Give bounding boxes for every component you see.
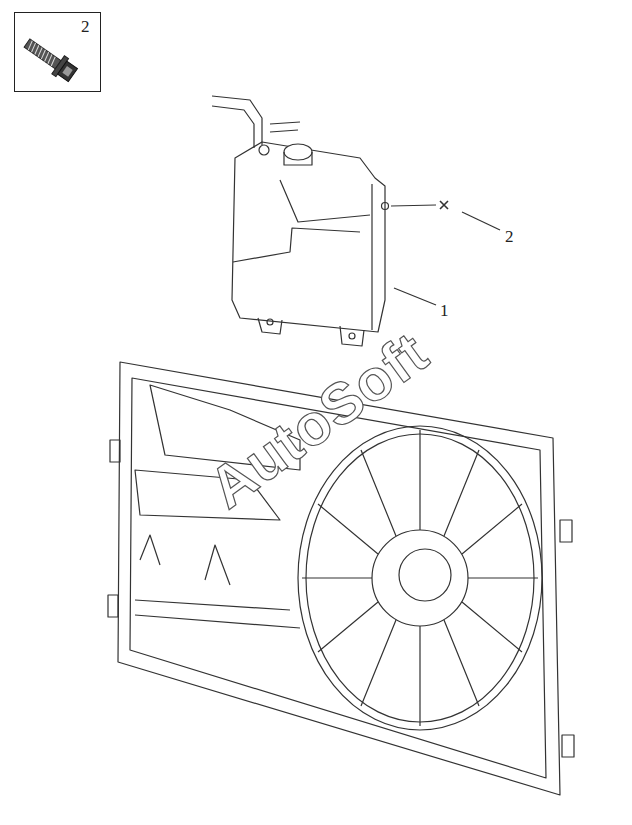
filler-neck [284, 152, 312, 165]
leader-line [394, 288, 436, 305]
tank-step [280, 180, 370, 222]
filler-cap [284, 144, 312, 160]
watermark: AutoSoft [199, 322, 438, 518]
callout-number: 2 [81, 17, 90, 37]
expansion-tank [212, 96, 389, 346]
mount-bracket [562, 735, 574, 757]
overflow-hose [212, 96, 262, 148]
hose-clip [259, 145, 269, 155]
lug-hole [267, 319, 273, 325]
callout-number: 1 [440, 302, 449, 319]
leader-line [391, 205, 436, 206]
inset-box: 2 [14, 12, 101, 92]
tank-body [232, 142, 385, 332]
fan-hub [399, 549, 451, 601]
tank-lug [258, 318, 364, 346]
bolt-shank [24, 39, 61, 69]
shroud-rib [140, 535, 230, 585]
fan-hub [372, 530, 468, 626]
fan-spoke [302, 430, 538, 726]
shroud-rib [135, 600, 300, 628]
bolt-head [58, 61, 78, 82]
mount-bracket [110, 440, 120, 462]
tank-edge [371, 184, 372, 330]
mount-bracket [108, 595, 118, 617]
tank-step [233, 228, 360, 262]
fan-ring [298, 426, 542, 730]
position-mark [440, 201, 448, 209]
mount-hole [382, 203, 389, 210]
bolt-head-face [62, 66, 72, 77]
hose-fitting [270, 122, 300, 132]
leader-lines [391, 201, 500, 305]
leader-line [462, 212, 500, 230]
bolt-thread [50, 57, 57, 66]
mount-bracket [560, 520, 572, 542]
callout-number: 2 [505, 228, 514, 245]
lug-hole [349, 333, 355, 339]
